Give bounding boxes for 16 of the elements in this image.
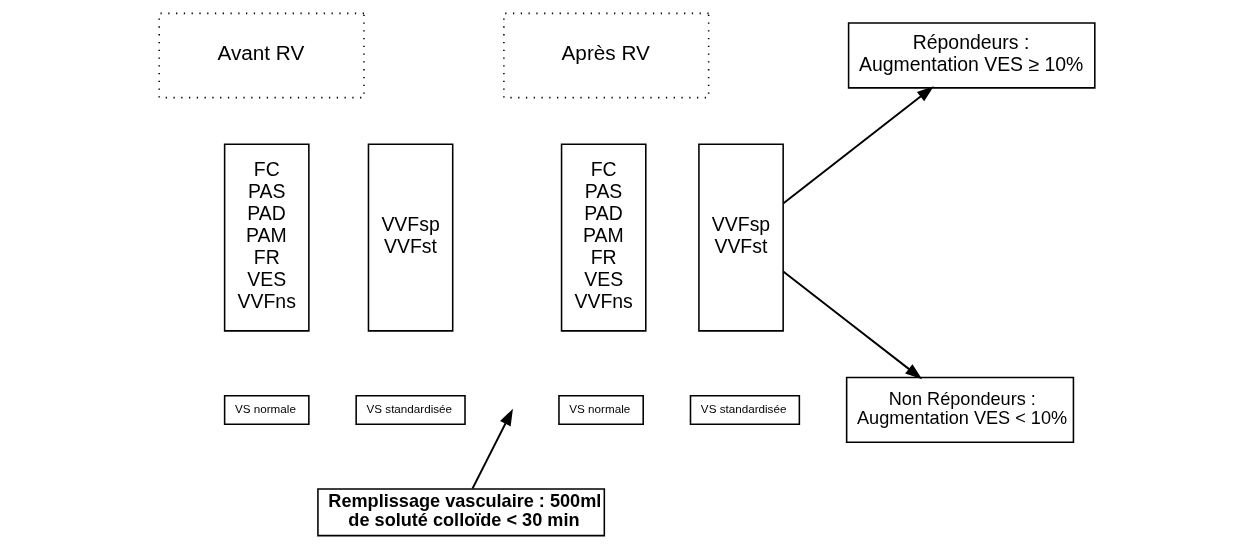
arrow bbox=[782, 270, 923, 380]
node-box: VS normale bbox=[223, 394, 310, 425]
node-box: FC PAS PAD PAM FR VES VVFns bbox=[560, 143, 647, 332]
node-box: Non Répondeurs : Augmentation VES < 10% bbox=[845, 376, 1075, 444]
arrow bbox=[782, 86, 934, 205]
node-box: VVFsp VVFst bbox=[698, 143, 784, 332]
node-box: Avant RV bbox=[158, 12, 365, 99]
node-box: FC PAS PAD PAM FR VES VVFns bbox=[223, 143, 310, 332]
arrow bbox=[471, 408, 513, 490]
node-box: Remplissage vasculaire : 500ml de soluté colloïde < 30 min bbox=[317, 488, 606, 537]
node-box: VS standardisée bbox=[355, 394, 466, 425]
node-box: VS normale bbox=[558, 394, 644, 425]
node-box: Après RV bbox=[503, 12, 710, 99]
node-box: Répondeurs : Augmentation VES ≥ 10% bbox=[847, 22, 1096, 89]
node-box: VS standardisée bbox=[689, 394, 801, 425]
node-box: VVFsp VVFst bbox=[367, 143, 454, 332]
